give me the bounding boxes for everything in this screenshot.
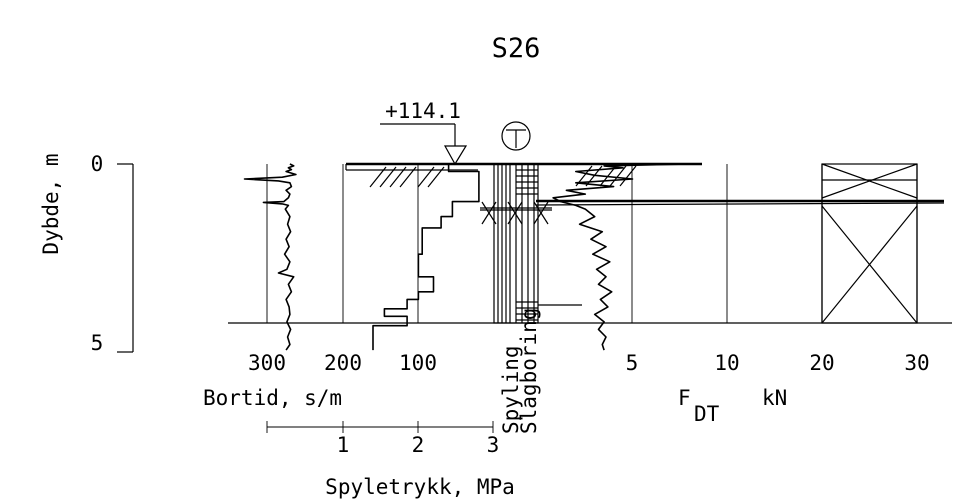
spyletrykk-tick-label-2: 2	[412, 433, 425, 457]
force-tick-20: 20	[809, 351, 834, 375]
chart-title: S26	[492, 33, 541, 64]
bortid-profile	[372, 164, 480, 351]
force-tick-30: 30	[904, 351, 929, 375]
force-tick-5: 5	[626, 351, 639, 375]
hatch-left	[369, 166, 445, 188]
force-axis-label-sub: DT	[694, 402, 720, 426]
depth-axis-label: Dybde, m	[39, 153, 63, 254]
spyletrykk-tick-label-3: 3	[487, 433, 500, 457]
bortid-tick-300: 300	[248, 351, 286, 375]
bore-spike-edge	[535, 202, 945, 206]
column-label-spyling: Spyling	[499, 345, 523, 434]
bortid-tick-100: 100	[399, 351, 437, 375]
elevation-triangle	[443, 145, 468, 166]
bortid-tick-200: 200	[324, 351, 362, 375]
central-column	[480, 163, 552, 324]
bortid-axis-label: Bortid, s/m	[203, 386, 342, 410]
probe-symbol-circle	[501, 121, 531, 151]
force-axis-unit: kN	[762, 386, 787, 410]
right-box	[821, 163, 918, 324]
spyletrykk-axis-label: Spyletrykk, MPa	[325, 475, 515, 499]
force-tick-10: 10	[714, 351, 739, 375]
column-label-slagboring: Slagboring	[517, 308, 541, 434]
spyletrykk-tick-label-1: 1	[337, 433, 350, 457]
force-axis-label: F	[678, 386, 691, 410]
force-trace	[552, 163, 690, 351]
bortid-trace	[243, 163, 297, 351]
surface-elevation: +114.1	[385, 99, 461, 123]
depth-tick-label-5: 5	[91, 331, 104, 355]
depth-tick-label-0: 0	[91, 152, 104, 176]
